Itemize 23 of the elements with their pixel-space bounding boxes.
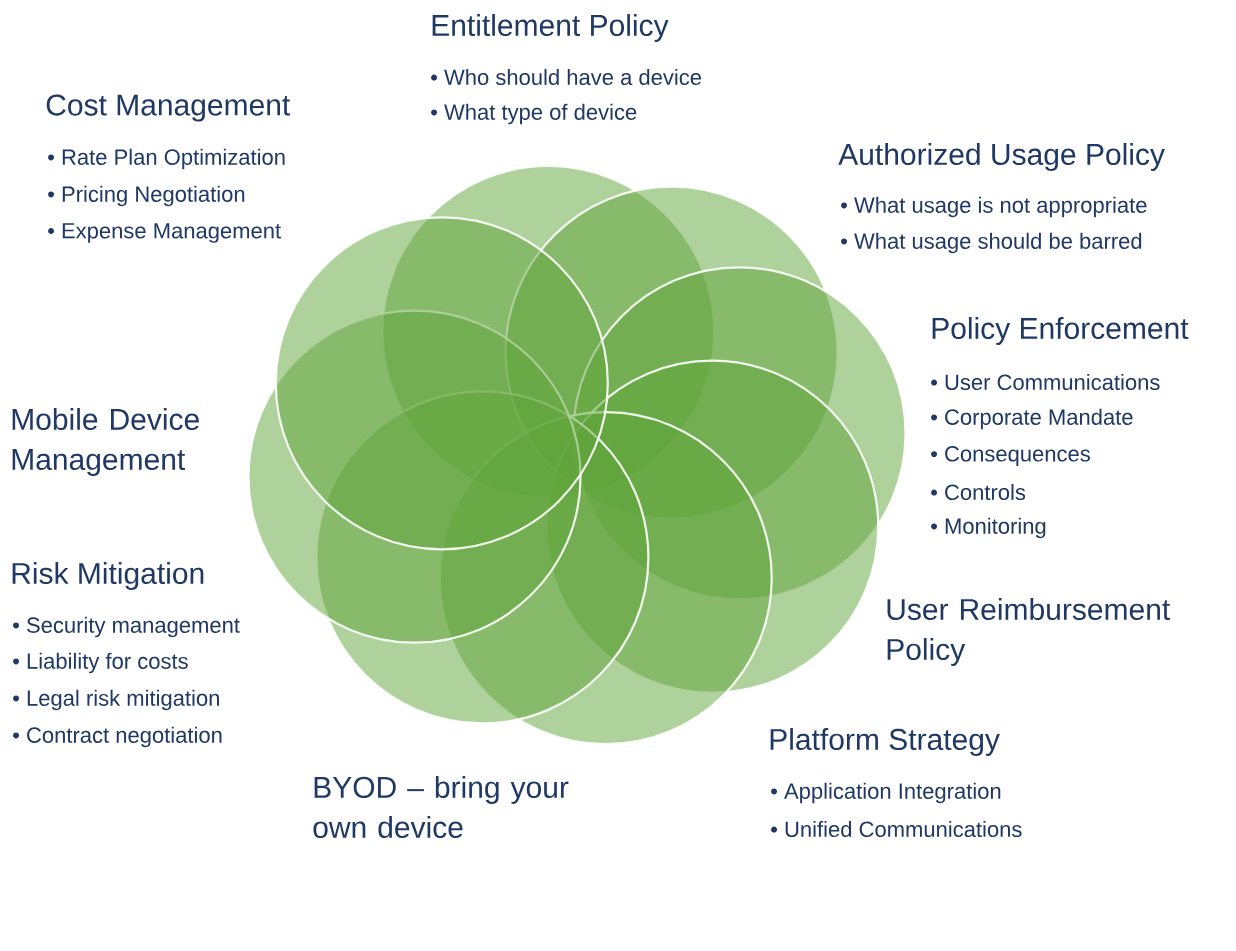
bullet-item: • User Communications: [931, 373, 1160, 391]
bullet-item: • Legal risk mitigation: [13, 689, 219, 711]
heading: User Reimbursement Policy: [887, 598, 1170, 666]
heading: Platform Strategy: [770, 728, 1000, 756]
bullet-item: • Expense Management: [48, 223, 281, 243]
heading: Policy Enforcement: [932, 317, 1189, 345]
heading: Risk Mitigation: [12, 562, 204, 590]
bullet-item: • What usage is not appropriate: [841, 196, 1147, 218]
bullet-item: • Monitoring: [931, 517, 1046, 539]
bullet-item: • Corporate Mandate: [931, 408, 1133, 430]
heading: BYOD – bring your own device: [313, 776, 569, 839]
bullet-item: • Contract negotiation: [13, 726, 222, 748]
bullet-item: • Liability for costs: [13, 652, 188, 674]
heading: Mobile Device Management: [12, 408, 199, 476]
bullet-item: • Controls: [931, 483, 1026, 501]
bullet-item: • What usage should be barred: [841, 232, 1142, 254]
bullet-item: • What type of device: [431, 103, 637, 125]
bullet-item: • Who should have a device: [431, 68, 702, 86]
bullet-item: • Rate Plan Optimization: [48, 148, 285, 170]
bullet-item: • Unified Communications: [771, 820, 1022, 838]
heading: Entitlement Policy: [432, 14, 669, 42]
heading: Cost Management: [46, 94, 291, 122]
bullet-item: • Consequences: [931, 446, 1090, 466]
